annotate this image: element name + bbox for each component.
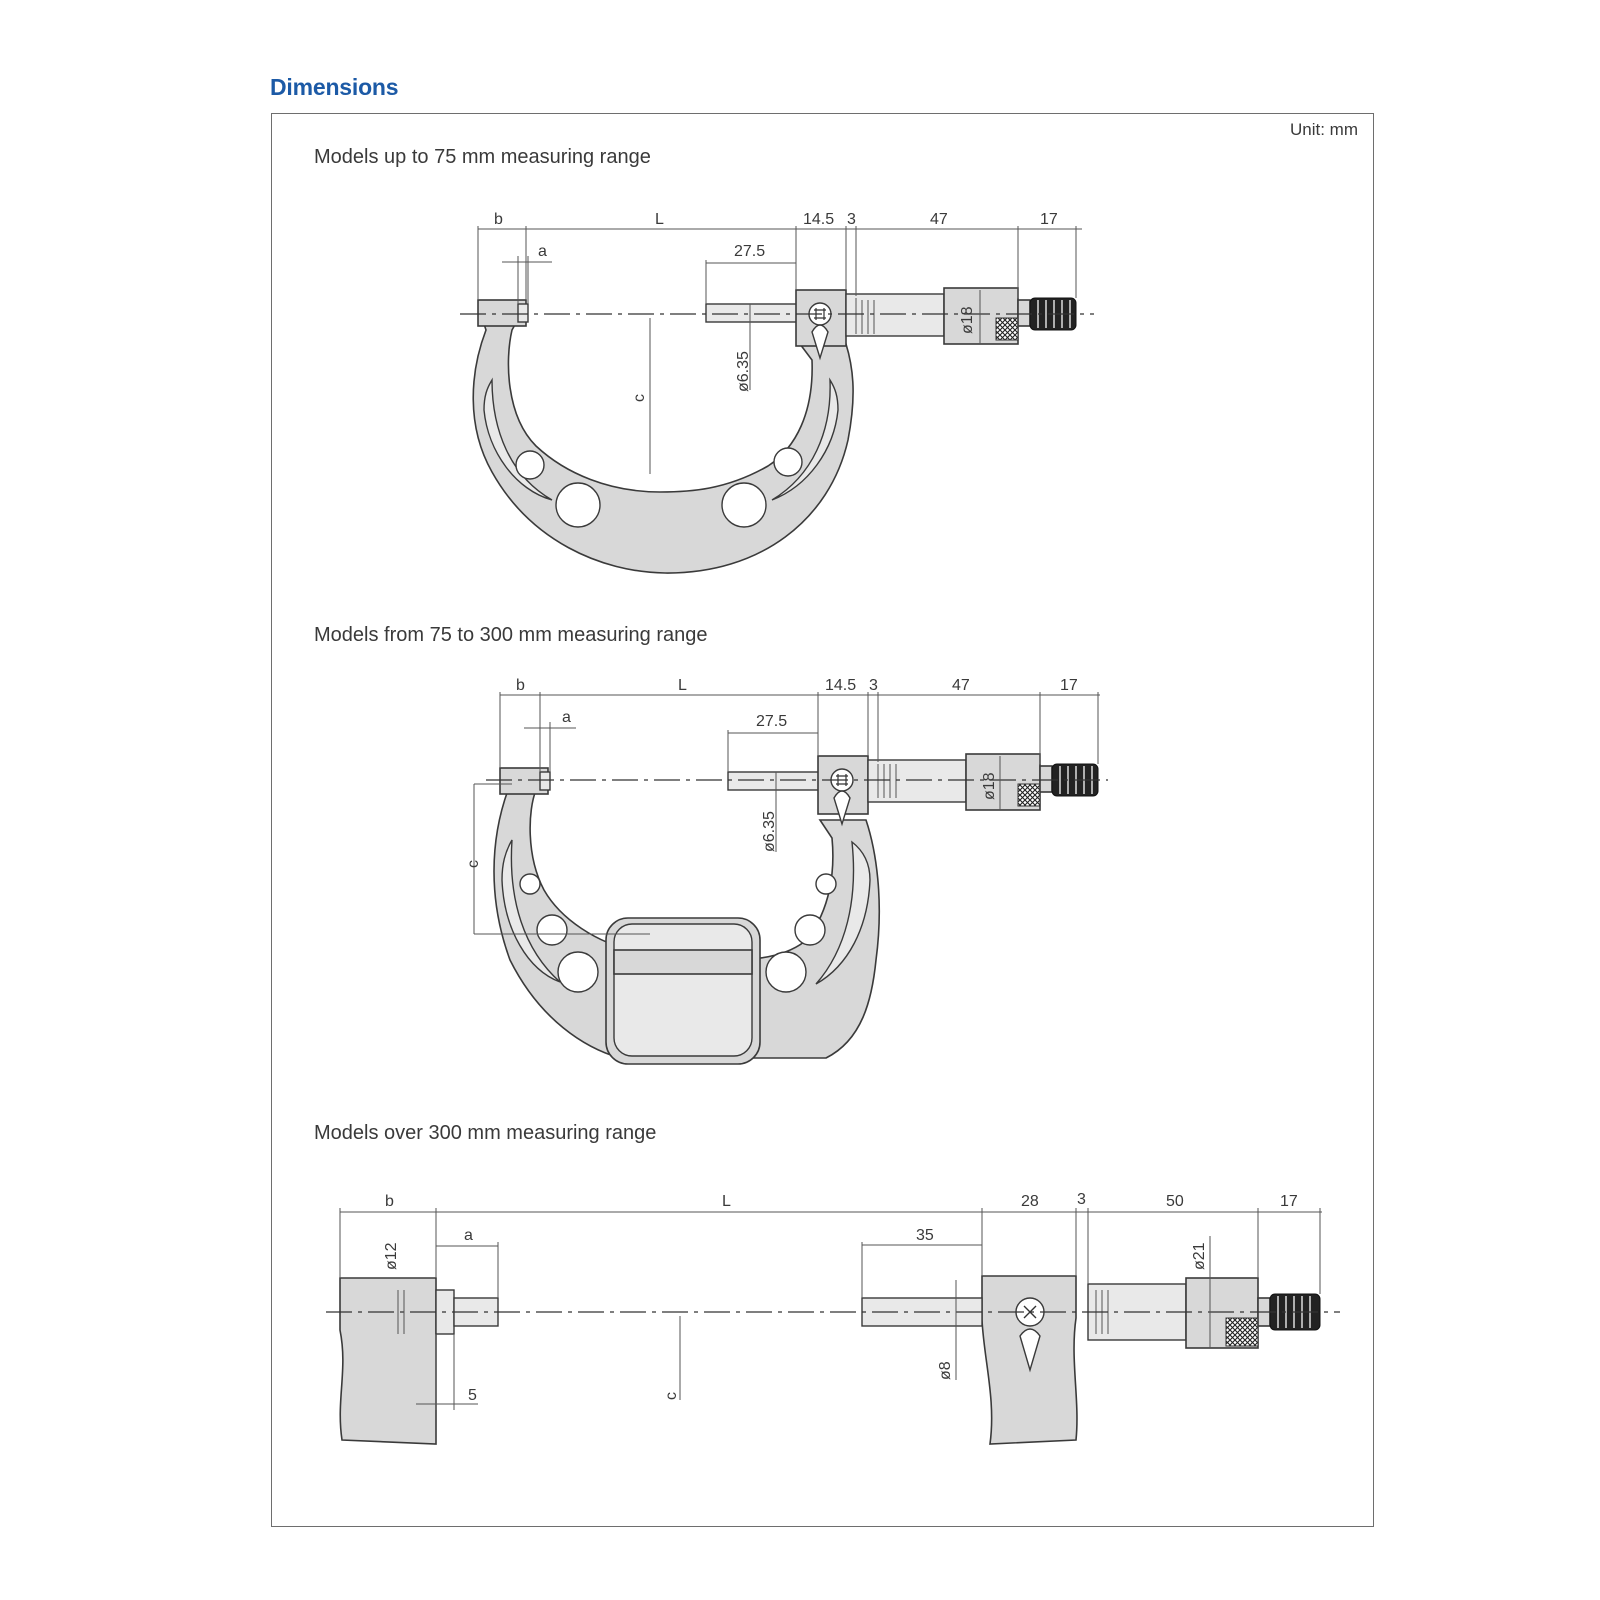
dim-gap-label: 3: [869, 677, 878, 694]
spindle: [705, 303, 801, 323]
frame-hole: [794, 914, 826, 946]
section-3-caption: Models over 300 mm measuring range: [314, 1122, 657, 1144]
lock-knob-mark: [836, 774, 848, 786]
frame-recess-left: [501, 839, 561, 983]
frame-hole: [773, 447, 803, 477]
frame-end-left: [339, 1277, 437, 1445]
lock-knob-mark: [814, 308, 826, 320]
dim-gap-label: 3: [847, 211, 856, 228]
page-title: Dimensions: [270, 74, 399, 100]
frame-recess-right: [815, 840, 871, 985]
lock-lever: [833, 790, 851, 827]
frame-hole: [536, 914, 568, 946]
dim-c-label: c: [631, 394, 648, 402]
micrometer-large: b L 28 3 50 17 a 35 ø12 5 c ø8 ø21: [326, 1191, 1340, 1445]
frame-hole: [519, 873, 541, 895]
frame-recess-right: [771, 377, 839, 501]
lock-lever: [1019, 1328, 1041, 1373]
unit-label: Unit: mm: [1290, 120, 1358, 139]
thimble-knurl: [1017, 783, 1041, 807]
dim-spindle-dia-label: ø6.35: [735, 351, 752, 392]
dim-thimble-dia-label: ø21: [1191, 1242, 1208, 1270]
sleeve: [845, 293, 945, 337]
sleeve: [867, 759, 967, 803]
frame-recess-left: [483, 377, 553, 501]
frame-hole: [815, 873, 837, 895]
section-1-caption: Models up to 75 mm measuring range: [314, 146, 651, 168]
dim-a-label: a: [464, 1227, 473, 1244]
frame-hole: [765, 951, 807, 993]
dim-a-label: a: [562, 709, 571, 726]
dim-anvil-ext-label: 27.5: [756, 713, 787, 730]
frame-body: [472, 311, 854, 574]
dim-anvil-dia-label: ø12: [383, 1242, 400, 1270]
dim-offset-label: 5: [468, 1387, 477, 1404]
dim-gap-label: 3: [1077, 1191, 1086, 1208]
dim-L-label: L: [655, 211, 664, 228]
dim-ratchet-label: 17: [1060, 677, 1078, 694]
dim-thimble-dia-label: ø18: [959, 306, 976, 334]
dim-sleeve-label: 47: [952, 677, 970, 694]
dim-thimble-dia-label: ø18: [981, 772, 998, 800]
frame-hole: [721, 482, 767, 528]
dim-sleeve-label: 47: [930, 211, 948, 228]
dim-anvil-ext-label: 27.5: [734, 243, 765, 260]
frame-hole: [515, 450, 545, 480]
micrometer-small: b L 14.5 3 47 17 a 27.5 ø6.35 c ø18: [460, 211, 1094, 574]
dim-anvil-ext-label: 35: [916, 1227, 934, 1244]
dim-b-label: b: [385, 1193, 394, 1210]
thimble-knurl: [995, 317, 1019, 341]
dim-ratchet-label: 17: [1040, 211, 1058, 228]
dimensions-frame: [271, 113, 1374, 1527]
dim-spindle-dia-label: ø6.35: [761, 811, 778, 852]
dimension-lines: [473, 692, 1100, 935]
dim-L-label: L: [678, 677, 687, 694]
section-2-caption: Models from 75 to 300 mm measuring range: [314, 624, 708, 646]
dim-c-label: c: [465, 860, 482, 868]
micrometer-medium: b L 14.5 3 47 17 a 27.5 ø6.35 c ø18: [465, 677, 1108, 1065]
ratchet-neck: [1017, 299, 1031, 327]
dimension-lines: [339, 1208, 1322, 1410]
frame-hole: [555, 482, 601, 528]
dim-spindle-dia-label: ø8: [937, 1361, 954, 1380]
dim-b-label: b: [516, 677, 525, 694]
lock-lever: [811, 324, 829, 361]
ratchet-neck: [1039, 765, 1053, 793]
dim-sleeve-label: 50: [1166, 1193, 1184, 1210]
thimble-knurl: [1225, 1317, 1259, 1347]
dim-c-label: c: [663, 1392, 680, 1400]
dim-a-label: a: [538, 243, 547, 260]
dim-spindle-label: 14.5: [825, 677, 856, 694]
heat-insulator-inner: [613, 923, 753, 1057]
anvil-face: [517, 303, 529, 323]
dim-b-label: b: [494, 211, 503, 228]
dimension-lines: [477, 226, 1082, 474]
dim-ratchet-label: 17: [1280, 1193, 1298, 1210]
dim-spindle-label: 28: [1021, 1193, 1039, 1210]
frame-hole: [557, 951, 599, 993]
anvil-face: [539, 771, 551, 791]
heat-insulator-band: [613, 949, 753, 975]
dim-L-label: L: [722, 1193, 731, 1210]
spindle: [727, 771, 821, 791]
dim-spindle-label: 14.5: [803, 211, 834, 228]
